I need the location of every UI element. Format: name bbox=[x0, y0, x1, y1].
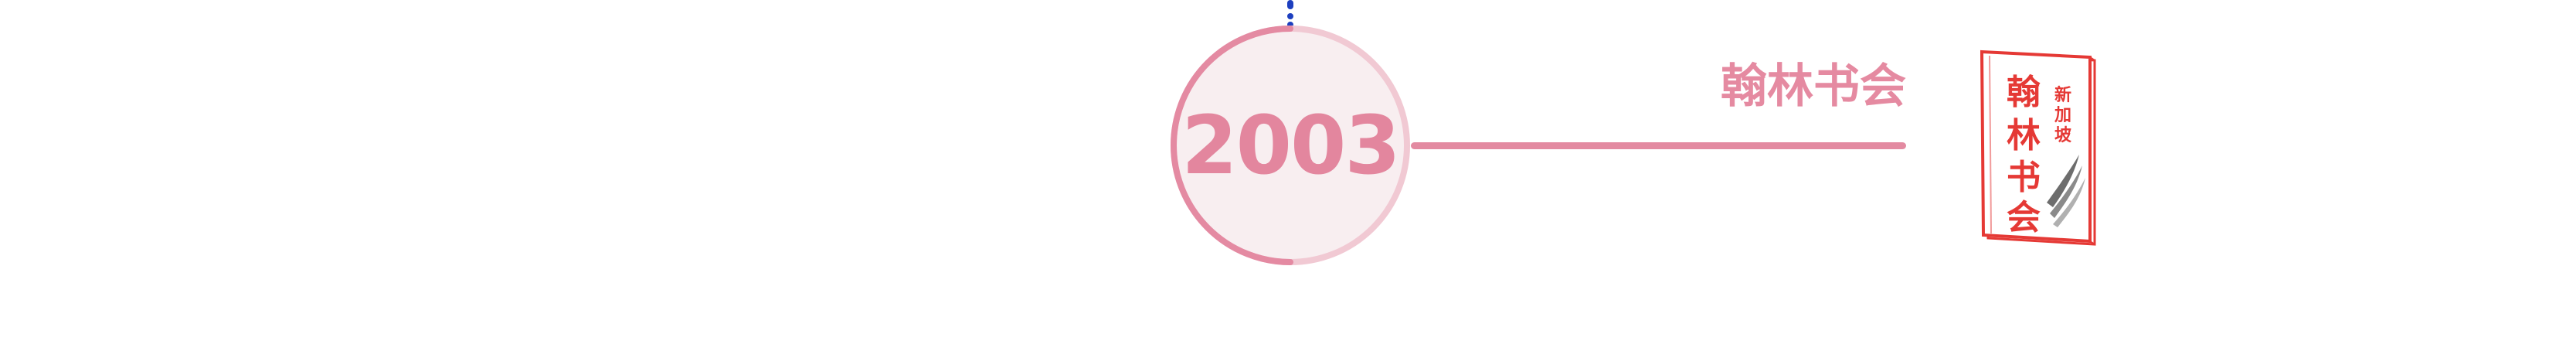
svg-text:坡: 坡 bbox=[2054, 125, 2071, 145]
svg-text:翰: 翰 bbox=[2007, 73, 2041, 112]
marker-dot bbox=[1287, 0, 1293, 9]
svg-text:林: 林 bbox=[2007, 116, 2041, 155]
timeline-marker-dots bbox=[1287, 0, 1293, 29]
year-label: 2003 bbox=[1181, 98, 1400, 193]
event-title: 翰林书会 bbox=[1721, 60, 1906, 114]
book-cover-logo: 翰 林 书 会 新 加 坡 bbox=[1973, 49, 2104, 252]
svg-text:新: 新 bbox=[2054, 85, 2071, 105]
year-node: 2003 bbox=[1170, 25, 1411, 266]
svg-text:加: 加 bbox=[2054, 105, 2071, 125]
marker-dot bbox=[1287, 13, 1293, 19]
marker-dot bbox=[1287, 22, 1293, 28]
svg-text:会: 会 bbox=[2007, 198, 2041, 237]
timeline-connector bbox=[1411, 142, 1906, 149]
year-circle bbox=[1171, 26, 1410, 265]
svg-text:书: 书 bbox=[2007, 158, 2041, 197]
